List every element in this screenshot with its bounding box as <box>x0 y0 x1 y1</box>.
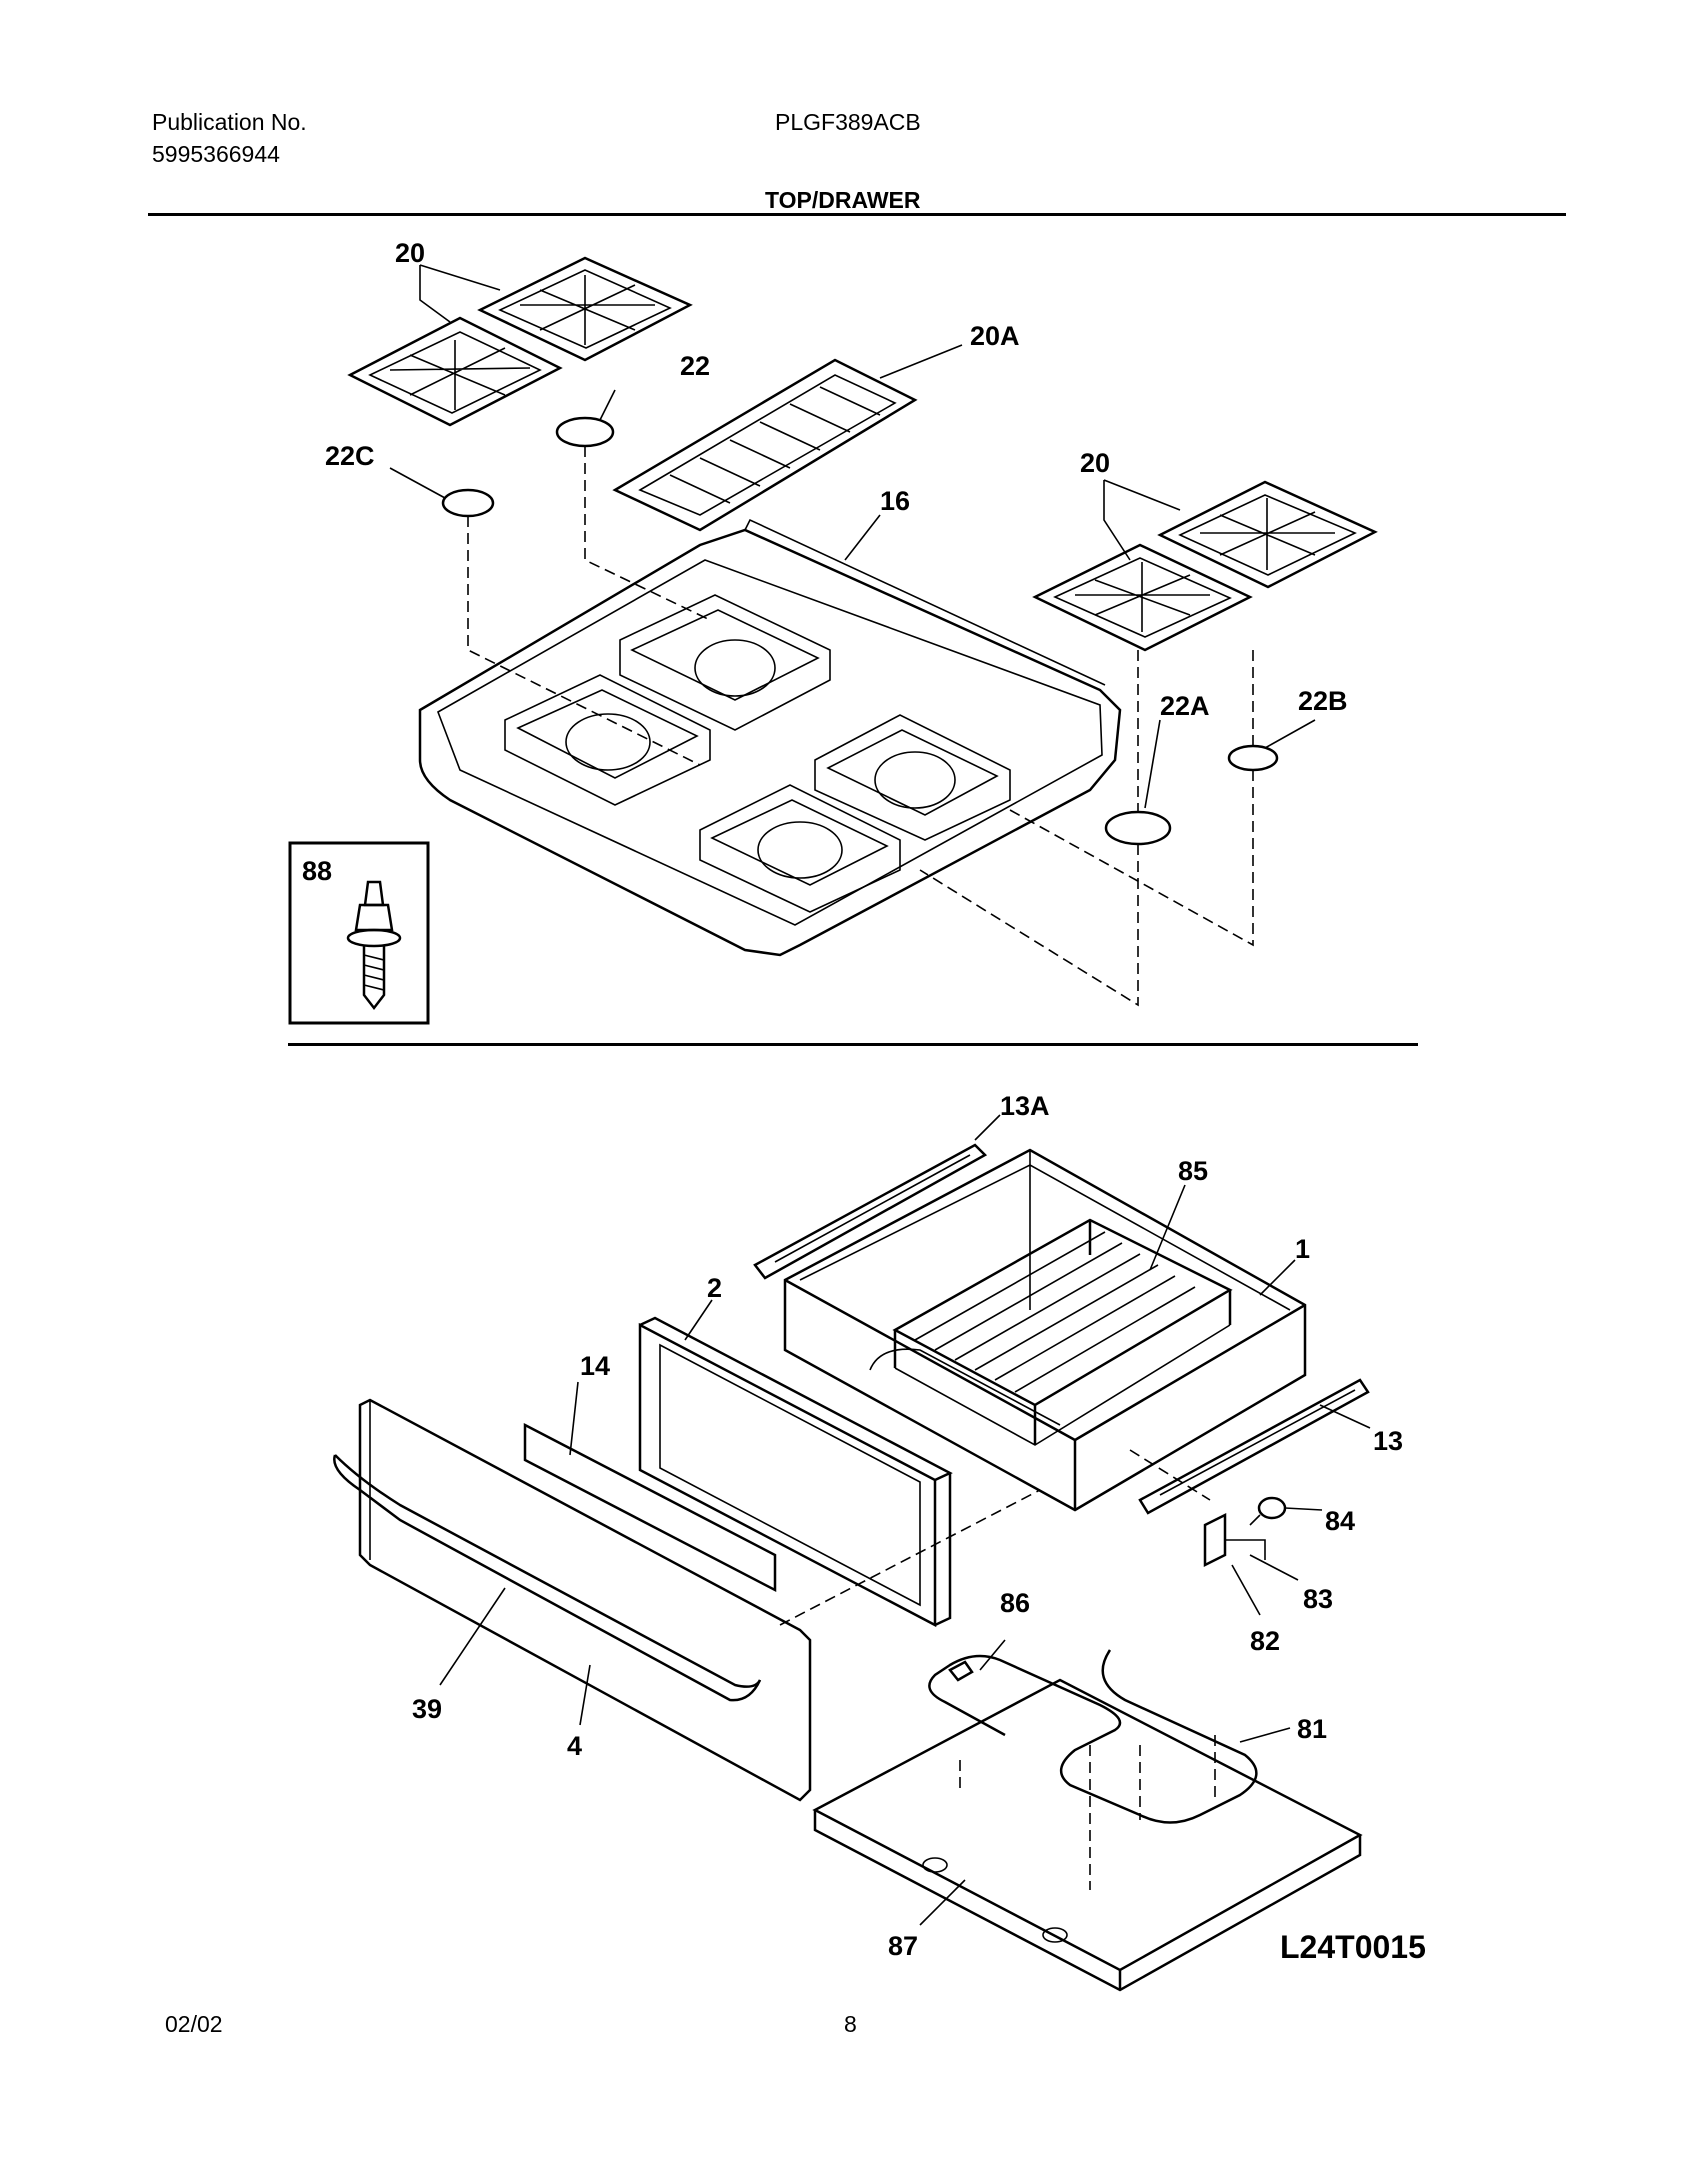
alignment-lines-bottom <box>779 1449 1216 1890</box>
callout-81: 81 <box>1297 1714 1327 1744</box>
section-title: TOP/DRAWER <box>765 187 921 213</box>
leader-lines-bottom <box>439 1114 1371 1926</box>
callout-88: 88 <box>302 856 332 886</box>
callout-14: 14 <box>580 1351 610 1381</box>
callout-85: 85 <box>1178 1156 1208 1186</box>
callout-20-left: 20 <box>395 238 425 268</box>
callout-2: 2 <box>707 1273 722 1303</box>
burner-cap-22a <box>1104 810 1172 846</box>
burner-cap-22 <box>555 416 615 448</box>
grate-center-20a <box>612 358 918 532</box>
callout-83: 83 <box>1303 1584 1333 1614</box>
callout-13: 13 <box>1373 1426 1403 1456</box>
handle-39 <box>333 1454 762 1702</box>
drawer-body-1 <box>783 1148 1307 1512</box>
publication-number: 5995366944 <box>152 141 280 167</box>
screw-box-88: 88 <box>288 841 430 1025</box>
callout-16: 16 <box>880 486 910 516</box>
callout-22a: 22A <box>1160 691 1210 721</box>
callout-22b: 22B <box>1298 686 1348 716</box>
diagram-code: L24T0015 <box>1280 1929 1426 1965</box>
rail-13 <box>1138 1378 1370 1515</box>
section-divider <box>288 1043 1418 1046</box>
page-number: 8 <box>844 2011 857 2037</box>
callout-1: 1 <box>1295 1234 1310 1264</box>
callout-86: 86 <box>1000 1588 1030 1618</box>
leader-lines-top <box>389 264 1316 809</box>
rail-13a <box>753 1143 988 1280</box>
model-number: PLGF389ACB <box>775 109 921 135</box>
callout-20a: 20A <box>970 321 1020 351</box>
insulation-14 <box>523 1422 777 1593</box>
callout-22: 22 <box>680 351 710 381</box>
drawer-frame-2 <box>638 1316 953 1628</box>
cooktop-16 <box>418 518 1122 957</box>
bottom-panel-87 <box>812 1678 1363 1992</box>
publication-label: Publication No. <box>152 109 307 135</box>
callout-82: 82 <box>1250 1626 1280 1656</box>
footer-date: 02/02 <box>165 2011 223 2037</box>
drawer-front-4 <box>358 1398 812 1802</box>
clip-86 <box>948 1660 974 1682</box>
callout-84: 84 <box>1325 1506 1355 1536</box>
screw-icon <box>346 880 402 1011</box>
bracket-83 <box>1203 1512 1266 1568</box>
callout-39: 39 <box>412 1694 442 1724</box>
callout-4: 4 <box>567 1731 582 1761</box>
rack-85 <box>892 1218 1233 1446</box>
callout-20-right: 20 <box>1080 448 1110 478</box>
callout-87: 87 <box>888 1931 918 1961</box>
callout-22c: 22C <box>325 441 375 471</box>
terminal-84 <box>1249 1496 1287 1526</box>
burner-cap-22b <box>1227 744 1279 772</box>
header-rule <box>148 213 1566 216</box>
alignment-lines-top <box>467 446 1254 1007</box>
burner-cap-22c <box>441 488 495 518</box>
grate-pair-right <box>1032 480 1378 652</box>
heating-element-81 <box>928 1649 1258 1824</box>
grate-pair-left <box>347 256 693 427</box>
callout-13a: 13A <box>1000 1091 1050 1121</box>
